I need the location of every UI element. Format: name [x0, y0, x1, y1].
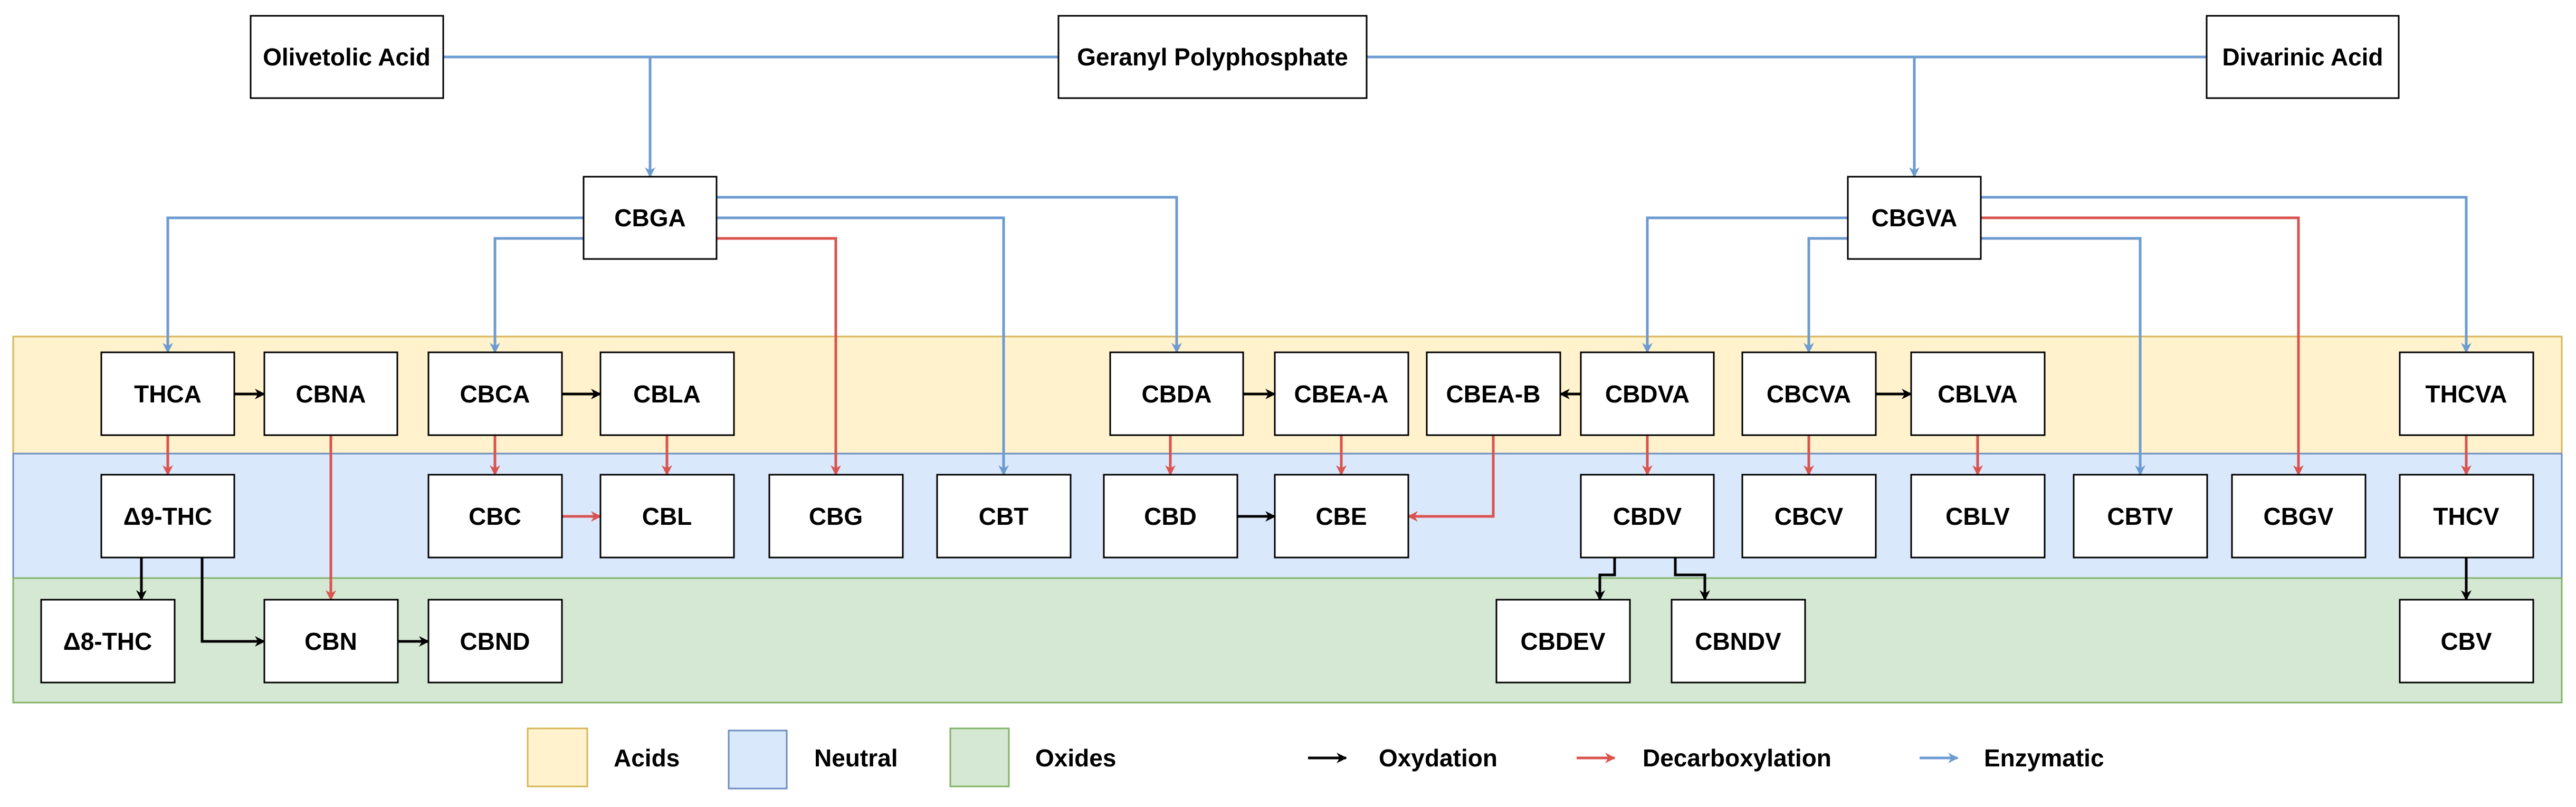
legend-oxides-swatch — [949, 727, 1010, 787]
node-thca-label: THCA — [134, 380, 202, 408]
node-cbg: CBG — [768, 474, 904, 559]
node-geranyl-polyphosphate: Geranyl Polyphosphate — [1057, 15, 1368, 99]
node-d8-thc: Δ8-THC — [40, 599, 176, 684]
node-cbe-label: CBE — [1315, 503, 1367, 530]
node-cbca-label: CBCA — [460, 380, 530, 408]
node-cbea-b: CBEA-B — [1426, 351, 1561, 436]
node-thca: THCA — [100, 351, 235, 436]
node-cbv: CBV — [2399, 599, 2534, 684]
node-cbla-label: CBLA — [633, 380, 701, 408]
node-cbg-label: CBG — [809, 503, 863, 530]
node-cbdv-label: CBDV — [1613, 503, 1682, 530]
node-cbca: CBCA — [427, 351, 563, 436]
node-d9-thc: Δ9-THC — [100, 474, 235, 559]
edge-cbgva-cbtv — [1981, 237, 2145, 476]
node-thcv: THCV — [2399, 474, 2534, 559]
node-cbna: CBNA — [263, 351, 398, 436]
edge-cbgva-cbdva — [1642, 216, 1848, 353]
node-cbgva-label: CBGVA — [1872, 204, 1958, 232]
legend: Acids Neutral Oxides Oxydation Decarboxy… — [527, 727, 2104, 790]
node-cbndv-label: CBNDV — [1695, 628, 1781, 655]
node-cbcv-label: CBCV — [1774, 503, 1844, 530]
node-cbl-label: CBL — [642, 503, 692, 530]
node-cbt-label: CBT — [979, 503, 1029, 530]
node-cbndv: CBNDV — [1671, 599, 1806, 684]
node-cbda-label: CBDA — [1142, 380, 1212, 408]
legend-neutral-label: Neutral — [814, 744, 898, 772]
node-cbgv: CBGV — [2231, 474, 2367, 559]
node-cbcva-label: CBCVA — [1767, 380, 1851, 408]
node-cbdva-label: CBDVA — [1605, 380, 1690, 408]
node-divarinic-acid: Divarinic Acid — [2206, 15, 2400, 99]
node-cbt: CBT — [936, 474, 1072, 559]
node-thcva: THCVA — [2399, 351, 2534, 436]
node-cbc: CBC — [427, 474, 563, 559]
legend-enzymatic-label: Enzymatic — [1984, 744, 2104, 772]
node-cblv: CBLV — [1910, 474, 2046, 559]
node-cbn: CBN — [263, 599, 399, 684]
legend-oxides-label: Oxides — [1035, 744, 1116, 772]
legend-neutral-swatch — [728, 729, 788, 790]
legend-acids-swatch — [527, 727, 588, 787]
node-cbdv: CBDV — [1580, 474, 1715, 559]
node-cbnd: CBND — [427, 599, 563, 684]
node-divarinic-acid-label: Divarinic Acid — [2222, 43, 2383, 71]
node-cbl: CBL — [599, 474, 735, 559]
node-cbe: CBE — [1274, 474, 1409, 559]
node-cbla: CBLA — [599, 351, 735, 436]
edge-cbgva-cbcva — [1804, 237, 1848, 353]
node-cbc-label: CBC — [469, 503, 521, 530]
node-cbdev: CBDEV — [1495, 599, 1631, 684]
legend-decarboxylation-label: Decarboxylation — [1643, 744, 1831, 772]
edge-cbdv-cbdev — [1595, 558, 1616, 601]
edge-cbga-cbg — [717, 237, 841, 476]
pathway-nodes: Olivetolic Acid Geranyl Polyphosphate Di… — [40, 15, 2534, 684]
pathway-edges — [136, 55, 2472, 647]
node-geranyl-polyphosphate-label: Geranyl Polyphosphate — [1077, 43, 1348, 71]
node-cbcva: CBCVA — [1741, 351, 1877, 436]
edge-cbga-cbt — [717, 216, 1009, 476]
node-d9-thc-label: Δ9-THC — [123, 503, 213, 530]
legend-oxydation-label: Oxydation — [1379, 744, 1497, 772]
node-cbna-label: CBNA — [296, 380, 366, 408]
node-cbnd-label: CBND — [460, 628, 530, 655]
node-cbdev-label: CBDEV — [1520, 628, 1605, 655]
node-d8-thc-label: Δ8-THC — [63, 628, 152, 655]
node-olivetolic-acid-label: Olivetolic Acid — [263, 43, 431, 71]
node-cbga-label: CBGA — [614, 204, 685, 232]
node-cbv-label: CBV — [2440, 628, 2492, 655]
node-thcv-label: THCV — [2433, 503, 2499, 530]
edge-d9thc-cbn — [201, 558, 265, 647]
node-cbcv: CBCV — [1741, 474, 1877, 559]
node-cbea-b-label: CBEA-B — [1446, 380, 1541, 408]
edge-cbdv-cbndv — [1674, 558, 1710, 601]
node-cbea-a: CBEA-A — [1274, 351, 1409, 436]
node-cblv-label: CBLV — [1945, 503, 2010, 530]
node-cbtv: CBTV — [2073, 474, 2208, 559]
node-cbdva: CBDVA — [1580, 351, 1715, 436]
edge-cbga-thca — [163, 216, 584, 353]
node-cbgv-label: CBGV — [2264, 503, 2334, 530]
node-cbga: CBGA — [583, 176, 718, 260]
legend-acids-label: Acids — [614, 744, 680, 772]
node-cbn-label: CBN — [304, 628, 357, 655]
node-cbgva: CBGVA — [1847, 176, 1982, 260]
node-cbea-a-label: CBEA-A — [1294, 380, 1389, 408]
edge-cbgva-cbgv — [1981, 216, 2304, 476]
node-cbd-label: CBD — [1144, 503, 1197, 530]
edge-cbea-b-cbe — [1407, 435, 1495, 522]
edge-cbgva-thcva — [1981, 196, 2472, 353]
edge-cbga-cbca — [490, 237, 584, 353]
node-olivetolic-acid: Olivetolic Acid — [250, 15, 444, 99]
node-cbda: CBDA — [1109, 351, 1244, 436]
node-thcva-label: THCVA — [2425, 380, 2507, 408]
node-cbtv-label: CBTV — [2107, 503, 2173, 530]
node-cbd: CBD — [1103, 474, 1238, 559]
edge-cbga-cbda — [717, 196, 1182, 353]
node-cblva: CBLVA — [1910, 351, 2046, 436]
node-cblva-label: CBLVA — [1938, 380, 2018, 408]
